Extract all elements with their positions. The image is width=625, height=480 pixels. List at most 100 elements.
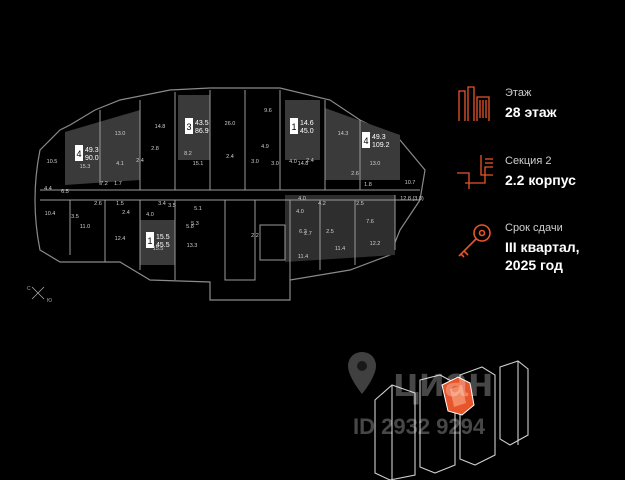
room-area-label: 4.0 — [296, 209, 304, 215]
room-area-label: 4.2 — [318, 201, 326, 207]
svg-text:3: 3 — [186, 122, 191, 132]
compass-south: Ю — [47, 298, 52, 304]
room-area-label: 11.4 — [298, 254, 308, 260]
room-area-label: 14.8 — [298, 161, 309, 167]
map-pin-icon — [348, 352, 376, 394]
deadline-value-line1: III квартал, — [505, 239, 580, 255]
room-area-label: 6.5 — [61, 189, 69, 195]
svg-text:1: 1 — [147, 236, 152, 246]
room-area-label: 2.4 — [136, 158, 144, 164]
apt-1room-b — [140, 220, 175, 265]
apt-badge-4room-b: 4 49.3 109.2 — [362, 132, 390, 149]
room-area-label: 1.7 — [114, 181, 122, 187]
floor-plan: 4 49.3 90.0 3 43.5 86.9 1 14.6 45.0 4 49… — [27, 87, 426, 304]
room-area-label: 14.8 — [155, 124, 166, 130]
deadline-label: Срок сдачи — [505, 222, 563, 234]
room-area-label: 10.5 — [47, 159, 58, 165]
room-area-label: 5.3 — [191, 221, 199, 227]
section-label: Секция 2 — [505, 155, 552, 167]
room-area-label: 2.7 — [304, 231, 312, 237]
apt-block-right — [285, 195, 395, 262]
room-area-label: 12.8 (3.8) — [400, 196, 424, 202]
room-area-label: 6.2 — [299, 229, 307, 235]
room-area-label: 4.0 — [298, 196, 306, 202]
room-area-label: 12.4 — [115, 236, 126, 242]
room-area-label: 4.0 — [289, 159, 297, 165]
floor-label: Этаж — [505, 87, 532, 99]
svg-text:14.6: 14.6 — [300, 120, 314, 127]
apt-3room — [178, 95, 210, 160]
room-area-label: 8.2 — [184, 151, 192, 157]
room-area-label: 7.6 — [366, 219, 374, 225]
floor-plan-outline — [34, 87, 426, 301]
room-area-label: 3.0 — [271, 161, 279, 167]
room-area-label: 7.2 — [100, 181, 108, 187]
compass-north: C — [27, 286, 31, 292]
room-area-label: 2.5 — [326, 229, 334, 235]
room-area-label: 10.4 — [45, 211, 56, 217]
tower-2 — [419, 374, 456, 474]
compass: C Ю — [27, 286, 52, 304]
svg-text:1: 1 — [291, 122, 296, 132]
room-area-label: 2.5 — [356, 201, 364, 207]
svg-text:4: 4 — [363, 136, 368, 146]
room-area-label: 12.2 — [370, 241, 381, 247]
deadline-value-line2: 2025 год — [505, 257, 563, 273]
svg-text:4: 4 — [76, 149, 81, 159]
svg-text:15.5: 15.5 — [156, 234, 170, 241]
interior-walls — [40, 90, 420, 281]
section-icon — [457, 155, 493, 189]
room-area-label: 14.3 — [338, 131, 349, 137]
room-area-label: 4.1 — [116, 161, 124, 167]
svg-text:86.9: 86.9 — [195, 128, 209, 135]
room-area-label: 2.4 — [226, 154, 234, 160]
svg-text:49.3: 49.3 — [85, 147, 99, 154]
svg-text:43.5: 43.5 — [195, 120, 209, 127]
apt-1room-a — [285, 100, 320, 160]
svg-text:90.0: 90.0 — [85, 155, 99, 162]
room-area-label: 13.3 — [187, 243, 198, 249]
watermark-brand: циан — [393, 358, 494, 405]
floor-value: 28 этаж — [505, 104, 557, 120]
room-area-label: 11.0 — [80, 224, 90, 230]
svg-text:49.3: 49.3 — [372, 134, 386, 141]
svg-text:45.5: 45.5 — [156, 242, 170, 249]
apt-badge-4room-a: 4 49.3 90.0 — [75, 145, 99, 162]
room-area-label: 2.4 — [306, 158, 314, 164]
room-area-label: 15.5 — [153, 246, 164, 252]
apt-badge-3room: 3 43.5 86.9 — [185, 118, 209, 135]
room-area-label: 11.4 — [335, 246, 345, 252]
room-area-label: 2.2 — [251, 233, 259, 239]
tower-3 — [459, 366, 496, 466]
room-area-label: 13.0 — [370, 161, 381, 167]
room-area-label: 15.3 — [80, 164, 91, 170]
room-area-label: 3.0 — [251, 159, 259, 165]
room-area-label: 4.0 — [146, 212, 154, 218]
apt-4room-a — [65, 110, 140, 185]
room-area-label: 13.0 — [115, 131, 126, 137]
watermark: циан ID 2932 9294 — [345, 348, 565, 443]
apt-badge-1room-a: 1 14.6 45.0 — [290, 118, 314, 135]
svg-text:45.0: 45.0 — [300, 128, 314, 135]
svg-text:109.2: 109.2 — [372, 142, 390, 149]
room-area-label: 2.4 — [122, 210, 130, 216]
room-area-label: 3.5 — [168, 203, 176, 209]
room-area-label: 4.4 — [44, 186, 52, 192]
room-area-label: 9.6 — [264, 108, 272, 114]
room-area-label: 2.8 — [151, 146, 159, 152]
floor-icon — [458, 86, 490, 121]
apartment-badges: 4 49.3 90.0 3 43.5 86.9 1 14.6 45.0 4 49… — [75, 118, 390, 249]
room-area-label: 5.1 — [194, 206, 202, 212]
watermark-id: ID 2932 9294 — [353, 414, 486, 439]
room-area-label: 26.0 — [225, 121, 236, 127]
key-icon — [458, 224, 491, 258]
selected-floor-marker — [450, 385, 466, 407]
room-area-label: 10.7 — [405, 180, 416, 186]
room-area-label: 2.6 — [94, 201, 102, 207]
room-area-label: 4.9 — [261, 144, 269, 150]
room-area-label: 15.1 — [193, 161, 204, 167]
room-area-label: 3.4 — [158, 201, 166, 207]
room-area-label: 5.8 — [186, 224, 194, 230]
room-area-label: 3.5 — [71, 214, 79, 220]
